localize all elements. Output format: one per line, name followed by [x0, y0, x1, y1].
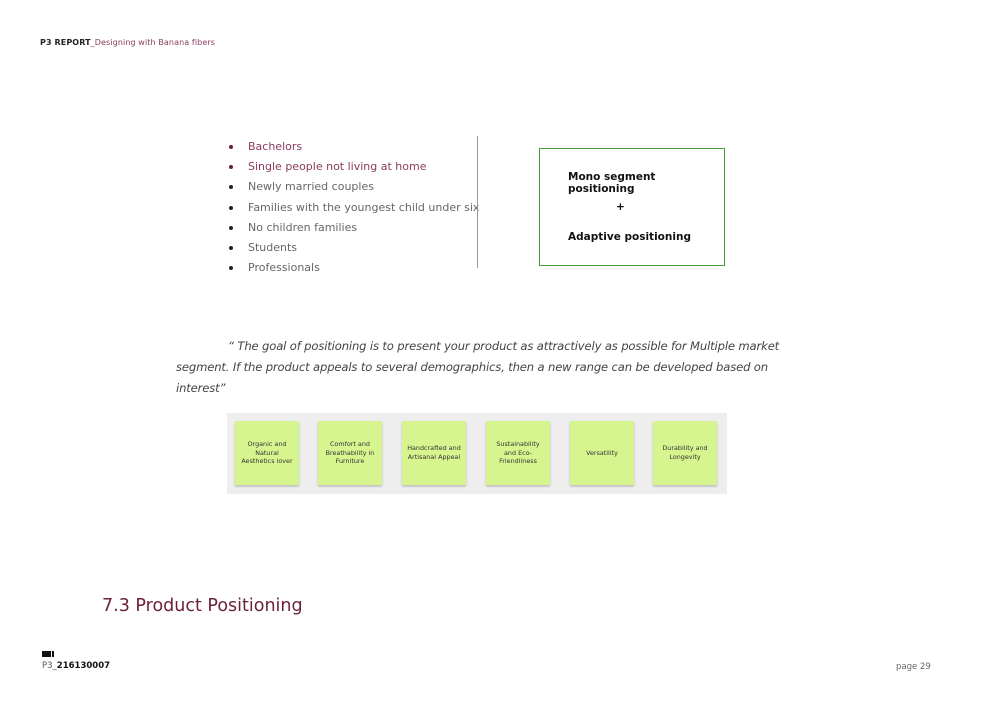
header-report-label: P3 REPORT	[40, 38, 91, 47]
footer-prefix: P3_	[42, 661, 57, 671]
vertical-divider	[477, 136, 478, 268]
section-title: 7.3 Product Positioning	[102, 596, 303, 616]
segment-item: Students	[228, 238, 479, 258]
segment-item: Families with the youngest child under s…	[228, 198, 479, 218]
plus-sign: +	[616, 201, 625, 213]
footer-id-number: 216130007	[56, 661, 111, 671]
positioning-quote: “ The goal of positioning is to present …	[176, 339, 780, 395]
segment-item: Professionals	[228, 258, 479, 278]
segment-item: Bachelors	[228, 137, 479, 157]
header-report-subtitle: _Designing with Banana fibers	[90, 38, 215, 47]
sticky-note: Sustainability and Eco-Friendliness	[486, 421, 550, 485]
adaptive-positioning-label: Adaptive positioning	[568, 231, 691, 243]
footer-bar-icon	[42, 651, 54, 657]
sticky-note: Comfort and Breathability in Furniture	[318, 421, 382, 485]
sticky-note: Versatility	[570, 421, 634, 485]
mono-segment-label: Mono segment positioning	[568, 171, 656, 195]
segment-item: Newly married couples	[228, 177, 479, 197]
sticky-note: Organic and Natural Aesthetics lover	[235, 421, 299, 485]
sticky-notes-board: Organic and Natural Aesthetics lover Com…	[227, 413, 727, 494]
target-segment-list: Bachelors Single people not living at ho…	[228, 137, 479, 278]
footer-student-id: P3_216130007	[42, 661, 110, 671]
running-header: P3 REPORT_Designing with Banana fibers	[40, 38, 215, 47]
page-number: page 29	[896, 662, 931, 672]
positioning-strategy-box: Mono segment positioning + Adaptive posi…	[539, 148, 725, 266]
sticky-note: Durability and Longevity	[653, 421, 717, 485]
segment-item: No children families	[228, 218, 479, 238]
sticky-note: Handcrafted and Artisanal Appeal	[402, 421, 466, 485]
segment-item: Single people not living at home	[228, 157, 479, 177]
